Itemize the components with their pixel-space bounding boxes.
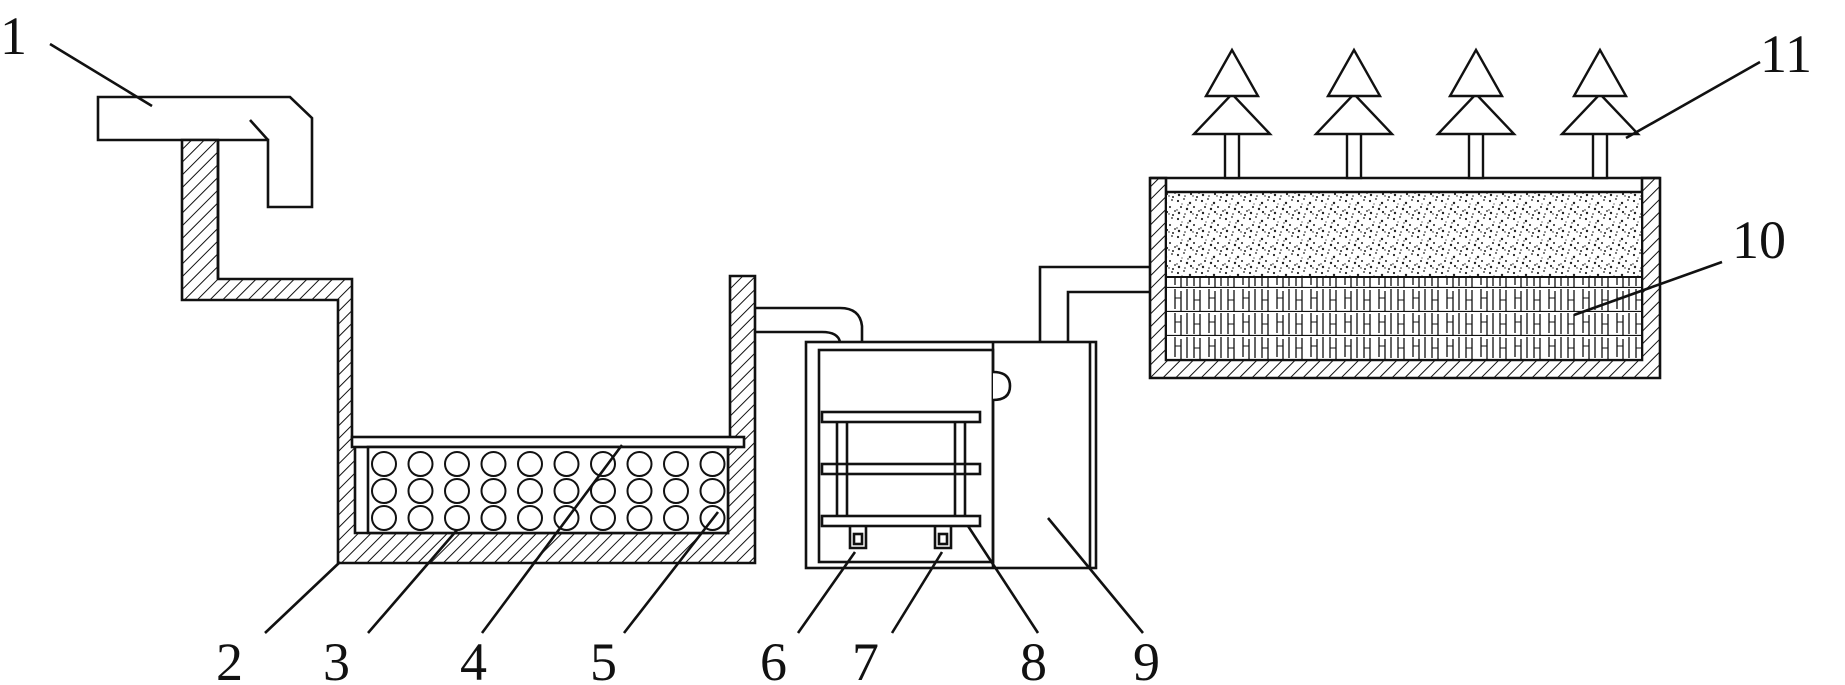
filter-ball [517,478,543,504]
filter-ball [626,505,653,531]
filter-ball [480,451,507,477]
filter-media [366,445,730,535]
label-9: 9 [1133,632,1160,685]
filter-ball [407,505,434,531]
label-3: 3 [323,632,350,685]
filter-ball [407,451,434,477]
filter-ball [590,505,616,531]
label-2: 2 [216,632,243,685]
filter-ball [371,478,397,504]
plants [1191,47,1641,180]
drying-cabinet [804,340,1098,570]
filter-ball [553,451,580,477]
filter-ball [444,478,470,504]
plant-icon [1435,47,1517,180]
filter-ball [590,478,616,504]
filter-ball [663,478,689,504]
planter-box [1148,176,1662,380]
label-6: 6 [760,632,787,685]
filter-ball [444,505,470,531]
label-4: 4 [460,632,487,685]
filter-plate [350,435,746,449]
inlet-pipe [96,95,314,209]
filter-ball [663,505,689,531]
filter-ball [407,478,434,504]
plant-icon [1559,47,1641,180]
filter-ball [699,451,726,477]
label-11: 11 [1760,24,1812,84]
filter-ball [444,451,470,477]
filter-ball [371,505,397,531]
filter-ball [517,451,543,477]
filter-ball [517,505,543,531]
filter-ball [553,478,580,504]
leader-lines [49,42,1761,634]
filter-ball [480,505,507,531]
filter-ball [371,451,397,477]
filter-ball [626,478,653,504]
label-8: 8 [1020,632,1047,685]
filter-ball [663,451,689,477]
label-7: 7 [852,632,879,685]
label-1: 1 [0,6,27,66]
tank-to-cabinet-pipe [755,306,864,343]
cabinet-to-planter-pipe [1038,265,1152,342]
label-5: 5 [590,632,617,685]
plant-icon [1313,47,1395,180]
label-10: 10 [1732,210,1786,270]
plant-icon [1191,47,1273,180]
filter-ball [626,451,653,477]
filter-ball [699,478,726,504]
filter-ball [590,451,616,477]
filter-ball [480,478,507,504]
